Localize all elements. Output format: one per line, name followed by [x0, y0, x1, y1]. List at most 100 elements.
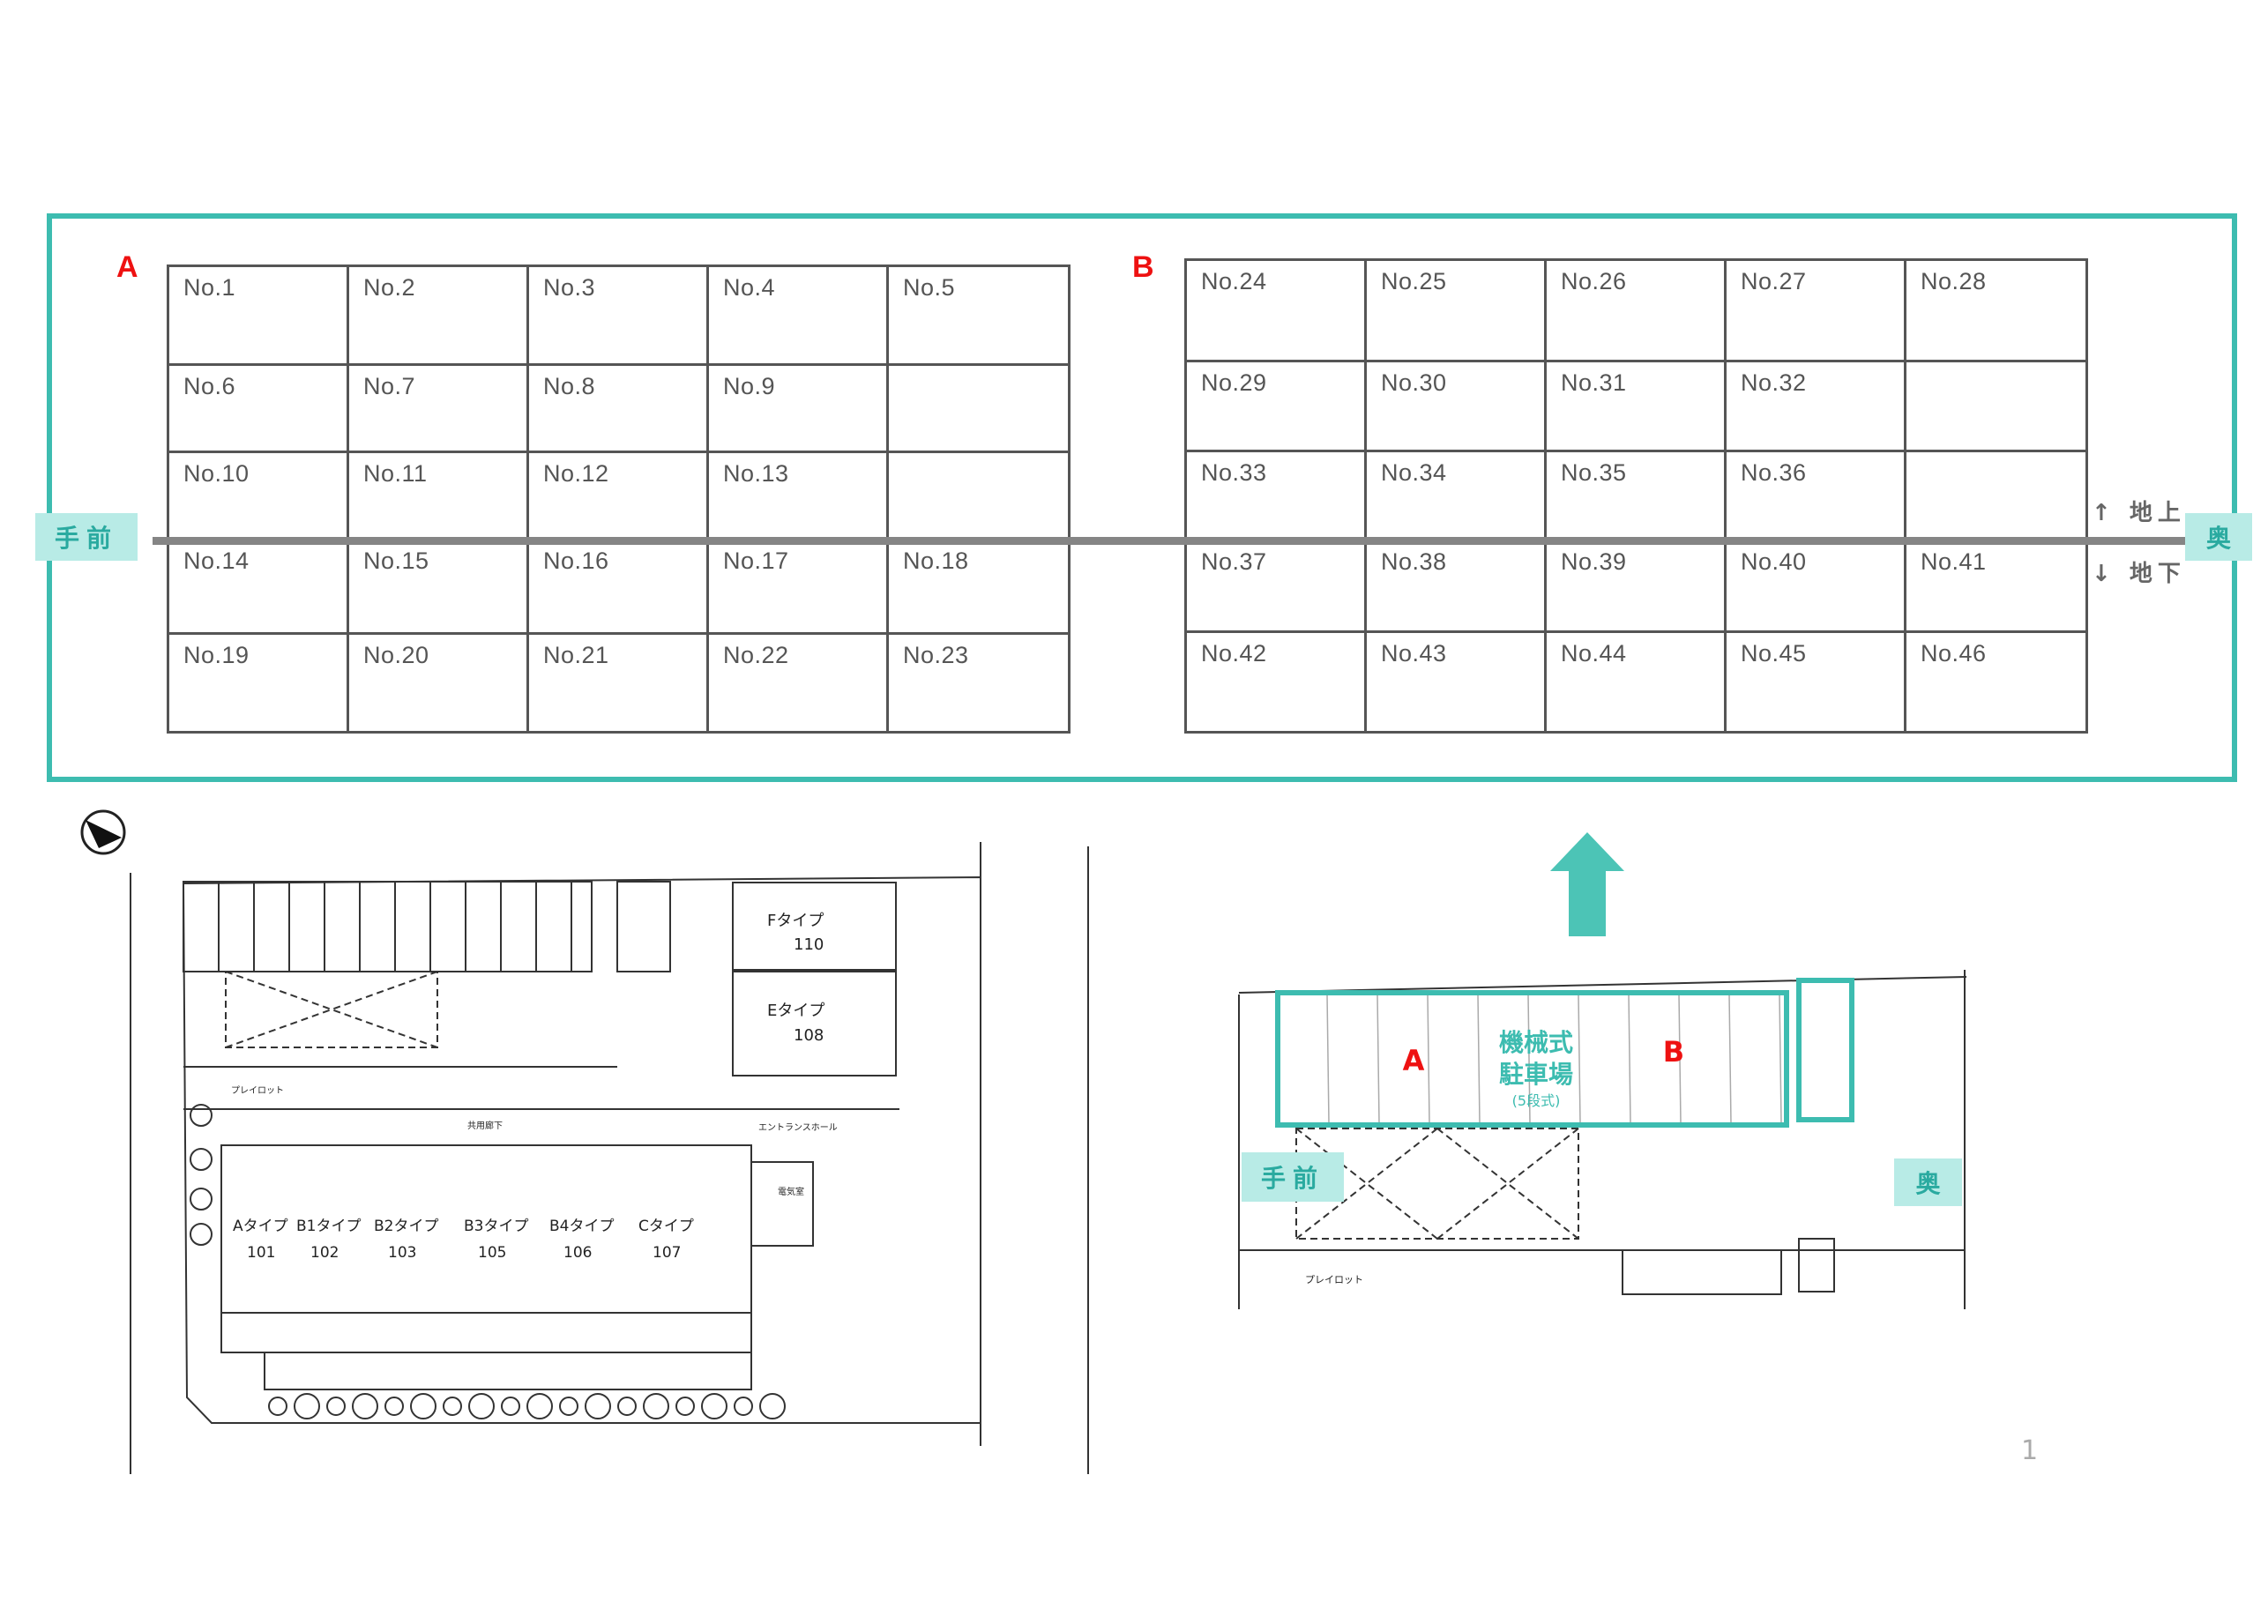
parking-space-cell: No.21: [529, 635, 709, 731]
unit-number-label: 106: [563, 1244, 592, 1262]
detail-playlot-label: プレイロット: [1305, 1274, 1363, 1285]
unit-type-label: Aタイプ: [233, 1218, 288, 1235]
tree-icon: [384, 1397, 404, 1416]
parking-space-cell: [889, 366, 1068, 453]
parking-space-number: No.29: [1201, 369, 1267, 396]
unit-type-label: Cタイプ: [638, 1218, 694, 1235]
parking-space-number: No.42: [1201, 640, 1267, 667]
parking-space-number: No.7: [363, 373, 416, 399]
parking-space-cell: No.8: [529, 366, 709, 453]
tree-icon: [443, 1397, 462, 1416]
parking-space-number: No.36: [1741, 459, 1807, 486]
parking-space-number: No.28: [1921, 268, 1987, 294]
tree-icon: [734, 1397, 753, 1416]
parking-space-number: No.5: [903, 274, 956, 301]
above-ground-label: ↑ 地上: [2092, 500, 2186, 526]
parking-stall-line: [1628, 994, 1631, 1124]
mechanical-parking-title-1: 機械式: [1499, 1028, 1573, 1057]
electric-room-label: 電気室: [778, 1186, 804, 1197]
parking-space-cell: No.18: [889, 540, 1068, 635]
parking-space-number: No.14: [183, 548, 250, 574]
parking-space-number: No.22: [723, 642, 789, 668]
parking-space-cell: No.38: [1367, 541, 1547, 633]
parking-space-number: No.27: [1741, 268, 1807, 294]
parking-space-number: No.6: [183, 373, 236, 399]
parking-space-number: No.1: [183, 274, 236, 301]
parking-stall-line: [1578, 994, 1581, 1124]
site-plan-labels: Aタイプ101B1タイプ102B2タイプ103B3タイプ105B4タイプ106C…: [231, 912, 838, 1262]
parking-space-number: No.43: [1381, 640, 1447, 667]
tree-icon: [190, 1223, 213, 1246]
parking-space-number: No.24: [1201, 268, 1267, 294]
tree-icon: [701, 1393, 727, 1419]
parking-space-cell: No.17: [709, 540, 889, 635]
unit-number-label: 102: [310, 1244, 339, 1262]
tree-icon: [410, 1393, 436, 1419]
parking-space-cell: No.41: [1906, 541, 2085, 633]
parking-space-cell: No.22: [709, 635, 889, 731]
parking-space-cell: No.4: [709, 267, 889, 366]
north-compass-icon: [80, 809, 126, 855]
parking-space-cell: No.30: [1367, 362, 1547, 452]
tree-icon: [675, 1397, 695, 1416]
unit-number-label: 107: [653, 1244, 681, 1262]
parking-space-number: No.30: [1381, 369, 1447, 396]
unit-e-number: 108: [794, 1026, 824, 1045]
unit-e-type: Eタイプ: [767, 1002, 824, 1020]
parking-space-cell: No.29: [1187, 362, 1367, 452]
parking-space-number: No.37: [1201, 548, 1267, 575]
parking-stall-line: [1376, 994, 1380, 1124]
parking-stall-line: [1728, 994, 1732, 1124]
below-ground-label: ↓ 地下: [2092, 561, 2186, 587]
parking-stall-line: [1527, 994, 1531, 1124]
parking-space-number: No.4: [723, 274, 776, 301]
parking-space-cell: No.46: [1906, 633, 2085, 731]
tree-icon: [643, 1393, 669, 1419]
parking-stall-line: [1779, 994, 1782, 1124]
unit-f-type: Fタイプ: [767, 912, 824, 930]
parking-space-number: No.44: [1561, 640, 1627, 667]
unit-type-label: B2タイプ: [374, 1218, 438, 1235]
unit-number-label: 105: [478, 1244, 506, 1262]
parking-space-number: No.32: [1741, 369, 1807, 396]
direction-arrow-icon: [1550, 832, 1624, 936]
parking-space-number: No.16: [543, 548, 609, 574]
tree-icon: [190, 1188, 213, 1211]
parking-space-number: No.45: [1741, 640, 1807, 667]
parking-stall-line: [1427, 994, 1430, 1124]
tree-icon: [190, 1148, 213, 1171]
parking-space-number: No.31: [1561, 369, 1627, 396]
parking-space-number: No.9: [723, 373, 776, 399]
parking-space-cell: No.25: [1367, 261, 1547, 362]
parking-space-cell: No.16: [529, 540, 709, 635]
tree-icon: [559, 1397, 578, 1416]
parking-space-number: No.46: [1921, 640, 1987, 667]
site-floor-plan: [130, 842, 1089, 1474]
parking-space-cell: No.43: [1367, 633, 1547, 731]
parking-space-cell: No.24: [1187, 261, 1367, 362]
mechanical-parking-title-2: 駐車場: [1499, 1060, 1573, 1089]
parking-space-number: No.10: [183, 460, 250, 487]
parking-space-cell: No.5: [889, 267, 1068, 366]
tree-icon: [585, 1393, 611, 1419]
parking-space-cell: No.2: [349, 267, 529, 366]
parking-map-frame: [47, 213, 2237, 782]
parking-space-cell: No.45: [1727, 633, 1906, 731]
parking-space-cell: No.19: [169, 635, 349, 731]
parking-stall-line: [1477, 994, 1481, 1124]
tree-icon: [190, 1104, 213, 1127]
parking-space-cell: No.26: [1547, 261, 1727, 362]
detail-section-a: A: [1403, 1044, 1425, 1077]
parking-space-number: No.23: [903, 642, 969, 668]
parking-space-number: No.34: [1381, 459, 1447, 486]
corridor-label: 共用廊下: [467, 1120, 503, 1131]
unit-type-label: B3タイプ: [464, 1218, 528, 1235]
parking-detail-plan: [1238, 970, 1967, 1309]
detail-front-label: 手前: [1242, 1152, 1344, 1202]
parking-space-cell: No.1: [169, 267, 349, 366]
parking-space-number: No.40: [1741, 548, 1807, 575]
parking-space-number: No.35: [1561, 459, 1627, 486]
parking-space-number: No.21: [543, 642, 609, 668]
tree-icon: [617, 1397, 637, 1416]
